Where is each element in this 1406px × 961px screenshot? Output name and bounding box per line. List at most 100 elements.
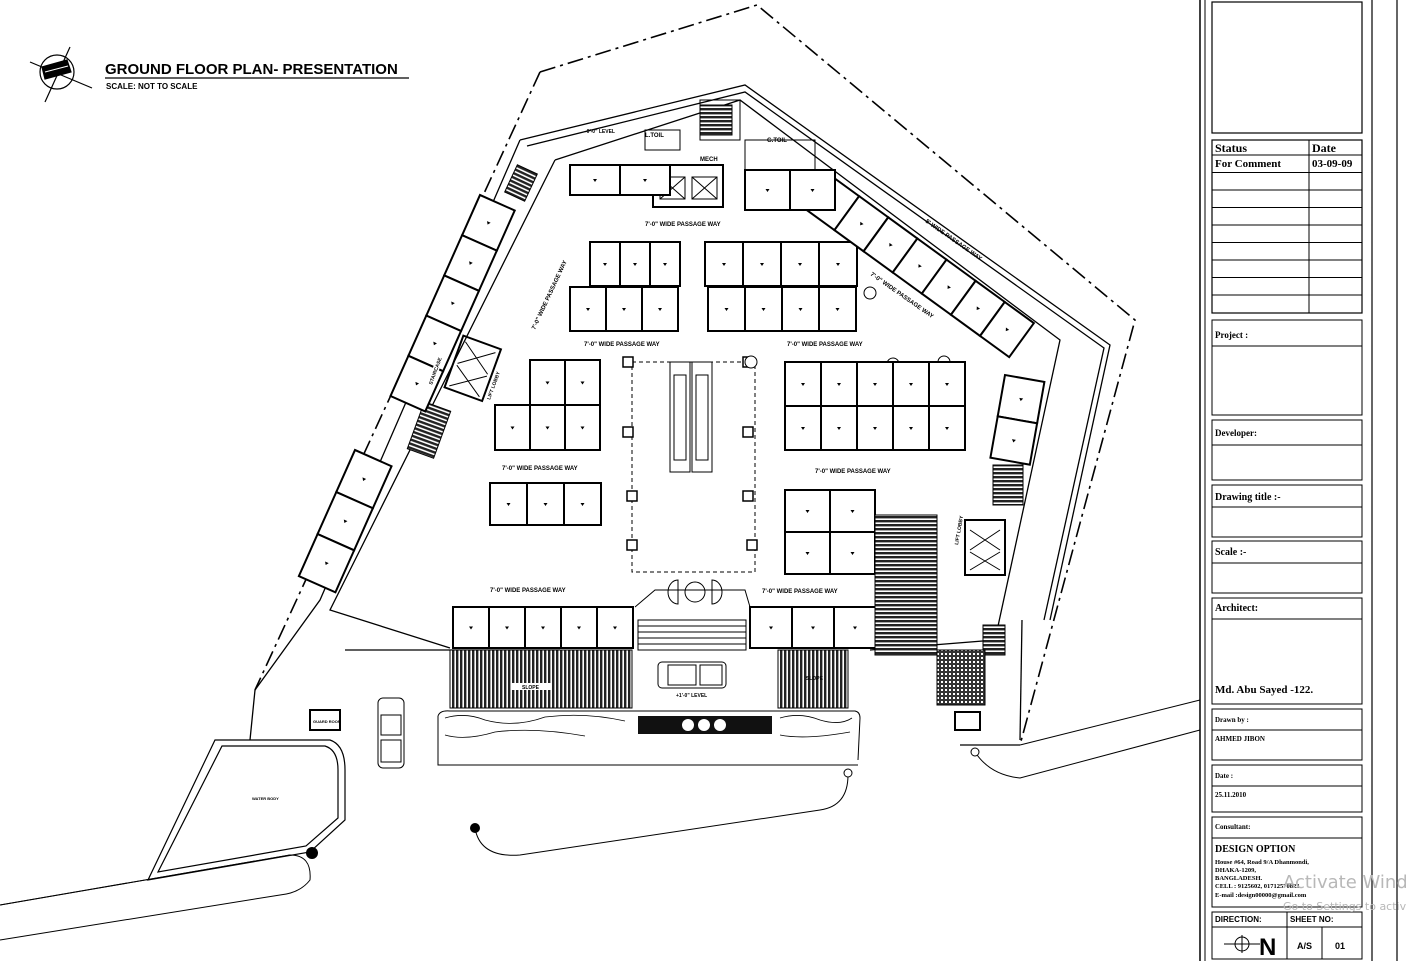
plan-scale: SCALE: NOT TO SCALE: [106, 82, 198, 91]
water-body-label: WATER BODY: [252, 796, 279, 801]
column-round: [863, 286, 877, 300]
lift-core-west: [443, 334, 503, 403]
scale-label: Scale :-: [1215, 547, 1246, 558]
passage-label: 7'-0" WIDE PASSAGE WAY: [490, 588, 566, 594]
passage-label: 7'-0" WIDE PASSAGE WAY: [815, 469, 891, 475]
shop-block: [744, 169, 836, 211]
slope-label: SLOPE: [522, 685, 540, 691]
drawing-title-label: Drawing title :-: [1215, 492, 1281, 503]
planter: [437, 710, 861, 766]
date-value: 25.11.2010: [1215, 791, 1247, 799]
shop-marker: [580, 426, 585, 430]
passage-label: 7'-0" WIDE PASSAGE WAY: [645, 222, 721, 228]
passage-label: 7'-0" WIDE PASSAGE WAY: [762, 589, 838, 595]
shop-marker: [945, 383, 949, 386]
shop-block: [569, 164, 671, 196]
building-outline: [249, 84, 1111, 746]
shop-marker: [593, 179, 597, 182]
column: [626, 539, 638, 551]
shop-block: [569, 286, 679, 332]
status-value: For Comment: [1215, 158, 1281, 170]
shop-marker: [873, 383, 877, 386]
direction-label: DIRECTION:: [1215, 915, 1262, 924]
shop-units: [297, 164, 1046, 649]
level-label: -0'-0" LEVEL: [585, 129, 615, 135]
drop-off-car: [657, 661, 727, 689]
ramp-slope-east: [777, 649, 849, 709]
consultant-address-line: BANGLADESH.: [1215, 875, 1263, 882]
staircases: [406, 104, 1024, 656]
shop-block: [529, 359, 601, 451]
shop-marker: [545, 426, 550, 430]
shop-unit: [596, 606, 634, 649]
drawn-by-label: Drawn by :: [1215, 716, 1249, 724]
date-header: Date: [1312, 141, 1337, 155]
shop-marker: [798, 308, 803, 311]
consultant-name: DESIGN OPTION: [1215, 844, 1296, 855]
shop-marker: [801, 383, 805, 386]
shop-marker: [586, 308, 590, 311]
column: [622, 356, 634, 368]
shop-block: [489, 482, 602, 526]
shop-block: [749, 606, 877, 649]
shop-block: [452, 606, 634, 649]
shop-marker: [909, 427, 913, 430]
shop-marker: [433, 341, 437, 346]
shop-block: [389, 193, 517, 413]
shop-marker: [837, 383, 841, 386]
shop-marker: [543, 503, 548, 506]
shop-marker: [577, 626, 581, 630]
consultant-address-line: DHAKA-1209,: [1215, 867, 1256, 874]
shop-marker: [505, 626, 509, 630]
shop-block: [589, 241, 681, 287]
consultant-label: Consultant:: [1215, 823, 1250, 831]
water-body: [146, 739, 346, 881]
shop-marker: [850, 510, 855, 513]
consultant-address-line: CELL : 9125602, 01712570823: [1215, 883, 1300, 890]
gents-toilet-label: G.TOIL: [767, 138, 787, 144]
shop-marker: [798, 263, 802, 266]
consultant-address-line: House #64, Road 9/A Dhanmondi,: [1215, 859, 1309, 866]
guard-room-label: GUARD ROOM: [313, 719, 342, 724]
date-label: Date :: [1215, 772, 1233, 780]
watermark-line1: Activate Windows: [1283, 872, 1406, 893]
shop-marker: [1005, 327, 1010, 332]
watermark-line2: Go to Settings to activate Windows.: [1283, 900, 1406, 913]
lift-core-east: [964, 519, 1006, 576]
shop-marker: [643, 179, 647, 182]
shop-marker: [622, 308, 626, 311]
shop-marker: [603, 263, 607, 266]
shop-marker: [325, 561, 329, 566]
shop-marker: [415, 381, 420, 386]
shop-marker: [760, 263, 764, 266]
shop-unit: [619, 241, 651, 287]
status-header: Status: [1215, 141, 1247, 155]
shop-marker: [837, 427, 841, 430]
parked-car: [377, 697, 405, 769]
paved-area: [936, 649, 986, 706]
passage-label: 7'-0" WIDE PASSAGE WAY: [531, 260, 568, 331]
column: [742, 490, 754, 502]
shop-marker: [1011, 439, 1016, 443]
shop-marker: [722, 263, 726, 266]
shop-marker: [545, 381, 550, 385]
north-arrow-icon: [29, 46, 93, 103]
shop-marker: [469, 261, 473, 265]
shop-marker: [613, 626, 617, 630]
shop-marker: [873, 427, 877, 430]
shop-marker: [836, 263, 840, 266]
shop-marker: [580, 381, 585, 385]
sheet-number: 01: [1335, 941, 1345, 951]
shop-block: [297, 448, 393, 594]
shop-marker: [510, 426, 515, 430]
sheet-prefix: A/S: [1297, 941, 1312, 951]
shop-block: [494, 404, 531, 451]
shop-marker: [658, 308, 662, 311]
column: [742, 426, 754, 438]
shop-marker: [469, 626, 473, 630]
shop-marker: [343, 519, 348, 523]
guard-room-east: [954, 711, 981, 731]
shop-marker: [486, 221, 491, 225]
shop-unit: [818, 286, 857, 332]
shop-marker: [835, 308, 840, 311]
